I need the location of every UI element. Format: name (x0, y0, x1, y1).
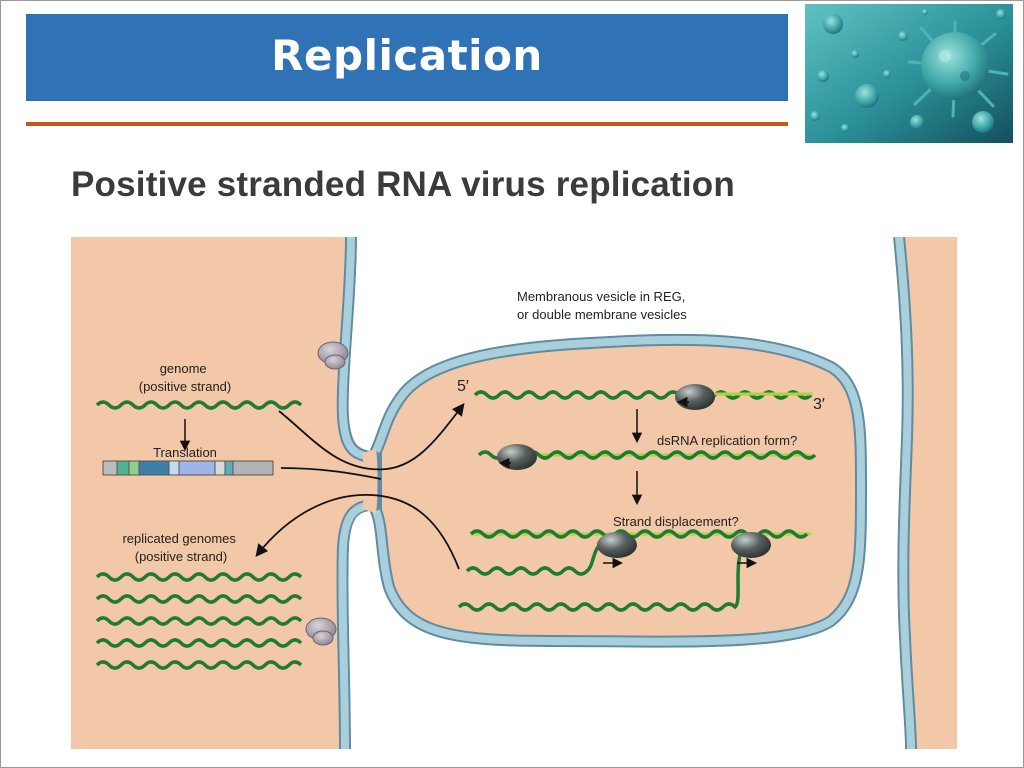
translation-flow-arrow (280, 467, 382, 480)
genome-rna (95, 400, 303, 410)
positive-strand-rna (473, 390, 813, 400)
five-prime-label: 5′ (457, 378, 469, 395)
genome-label: genome (positive strand) (139, 361, 231, 394)
slide-title: Replication (271, 31, 543, 80)
three-prime-label: 3′ (813, 396, 825, 413)
title-underline (26, 122, 788, 126)
ribosome-icon (305, 617, 337, 646)
replicated-rna-strands (95, 572, 303, 670)
ribosome-icon (317, 341, 349, 370)
dsrna-label: dsRNA replication form? (657, 433, 797, 448)
membranous-vesicle (370, 333, 868, 648)
title-bar: Replication (26, 14, 788, 101)
replication-diagram: genome (positive strand) Translation rep… (71, 237, 957, 749)
replicase-enzyme-icon (497, 444, 537, 470)
genome-entry-arrow (278, 402, 465, 471)
replicase-enzyme-icon (597, 532, 637, 569)
polyprotein-bar (102, 460, 274, 476)
genome-exit-arrow (255, 494, 460, 570)
vesicle-label: Membranous vesicle in REG, or double mem… (517, 289, 689, 322)
replicase-enzyme-icon (731, 532, 771, 569)
virus-particles-image (805, 4, 1013, 143)
displaced-strand (465, 537, 608, 576)
strand-displacement-label: Strand displacement? (613, 514, 739, 529)
replicase-enzyme-icon (675, 384, 715, 410)
translation-label: Translation (153, 445, 217, 460)
big-virus (907, 20, 1009, 118)
displaced-strand (457, 539, 749, 612)
diagram-heading: Positive stranded RNA virus replication (71, 165, 735, 204)
replicated-genomes-label: replicated genomes (positive strand) (122, 531, 239, 564)
